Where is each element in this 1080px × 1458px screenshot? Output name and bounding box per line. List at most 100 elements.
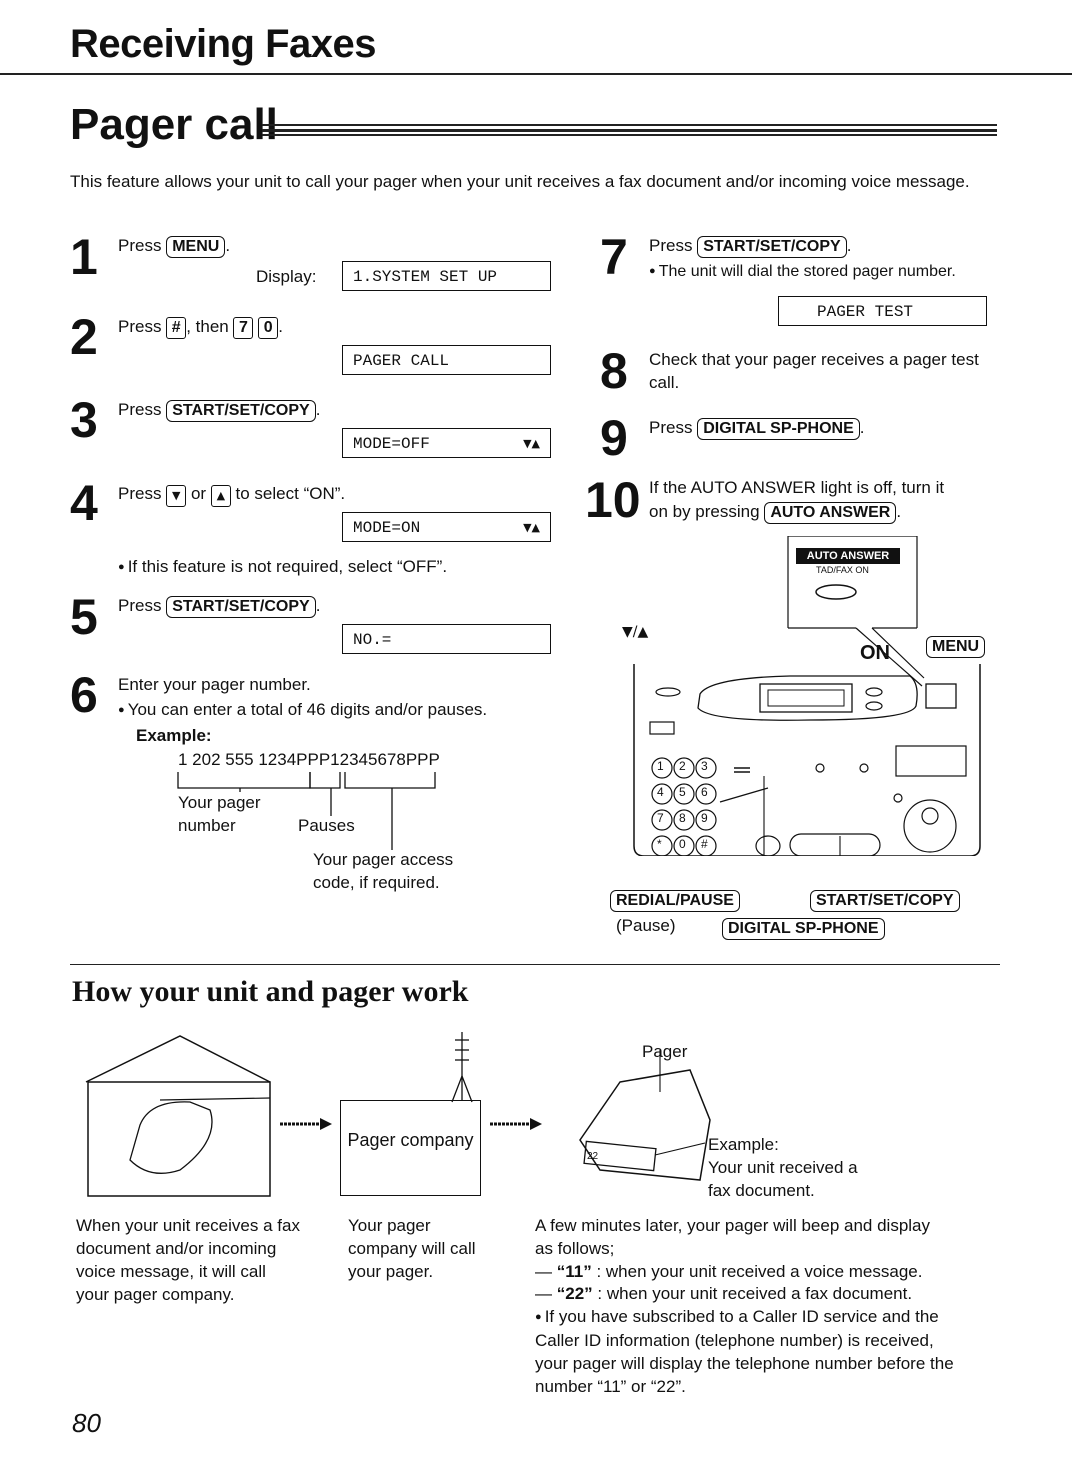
press-label: Press: [118, 236, 162, 255]
menu-key: MENU: [926, 636, 986, 658]
pager-company-box: Pager company: [340, 1100, 481, 1196]
keypad-key: #: [701, 837, 708, 851]
start-set-copy-key: START/SET/COPY: [810, 890, 960, 912]
digital-sp-phone-key: DIGITAL SP-PHONE: [722, 918, 885, 940]
press-label: Press: [649, 236, 693, 255]
step-2-text: Press #, then 7 0.: [118, 315, 283, 339]
caller-id-note: If you have subscribed to a Caller ID se…: [535, 1305, 970, 1398]
how-title: How your unit and pager work: [72, 975, 469, 1008]
keypad-key: 9: [701, 811, 708, 825]
auto-answer-label: AUTO ANSWER: [806, 550, 890, 562]
keypad-key: 1: [657, 759, 664, 773]
step-7-note: The unit will dial the stored pager numb…: [649, 260, 956, 283]
step-10-text-b: on by pressing AUTO ANSWER.: [649, 500, 901, 524]
page-number: 80: [72, 1408, 101, 1438]
keypad-key: 0: [679, 837, 686, 851]
press-label: Press: [649, 418, 693, 437]
step-8-text: Check that your pager receives a pager t…: [649, 350, 979, 392]
step-9-text: Press DIGITAL SP-PHONE.: [649, 416, 864, 440]
step-number: 7: [600, 229, 628, 285]
tad-fax-on-label: TAD/FAX ON: [816, 565, 869, 575]
start-set-copy-key: START/SET/COPY: [697, 236, 847, 258]
section-title: Receiving Faxes: [70, 22, 377, 66]
zero-key: 0: [258, 317, 279, 339]
code-11: “11”: [556, 1262, 592, 1281]
header-rule: [0, 73, 1072, 75]
auto-answer-key: AUTO ANSWER: [764, 502, 897, 524]
step-number: 1: [70, 229, 98, 285]
keypad-key: *: [657, 837, 662, 851]
lcd-text: MODE=ON: [353, 519, 421, 537]
lcd-display: PAGER TEST: [778, 296, 987, 326]
step-number: 8: [600, 343, 628, 399]
or-label: or: [190, 484, 207, 503]
keypad-key: 3: [701, 759, 708, 773]
step-number: 10: [585, 472, 641, 528]
lcd-arrows: ▼▲: [523, 521, 540, 534]
fax-panel-illustration: [633, 536, 981, 856]
annotation-access-code: Your pager access code, if required.: [313, 850, 454, 892]
menu-key: MENU: [166, 236, 226, 258]
seven-key: 7: [233, 317, 254, 339]
keypad-key: 8: [679, 811, 686, 825]
step-number: 9: [600, 410, 628, 466]
keypad-key: 5: [679, 785, 686, 799]
step-1-text: Press MENU.: [118, 234, 230, 258]
step-4-note: If this feature is not required, select …: [118, 555, 447, 579]
digital-sp-phone-key: DIGITAL SP-PHONE: [697, 418, 860, 440]
on-label: ON: [860, 642, 890, 664]
lcd-display: MODE=OFF ▼▲: [342, 428, 551, 458]
step-5-text: Press START/SET/COPY.: [118, 594, 320, 618]
then-label: , then: [186, 317, 229, 336]
how-diagram: [85, 1032, 711, 1197]
lcd-arrows: ▼▲: [523, 437, 540, 450]
step-6-note: You can enter a total of 46 digits and/o…: [118, 698, 487, 722]
lcd-display: MODE=ON ▼▲: [342, 512, 551, 542]
step-number: 2: [70, 309, 98, 365]
example-label: Example:: [136, 726, 212, 745]
keypad-key: 4: [657, 785, 664, 799]
page-title: Pager call: [70, 100, 278, 149]
lcd-display: PAGER CALL: [342, 345, 551, 375]
lcd-display: 1.SYSTEM SET UP: [342, 261, 551, 291]
example-brackets: [177, 772, 436, 850]
hash-key: #: [166, 317, 187, 339]
how-code-11: — “11” : when your unit received a voice…: [535, 1262, 923, 1281]
code-11-text: : when your unit received a voice messag…: [596, 1262, 923, 1281]
step-10-text-a: If the AUTO ANSWER light is off, turn it: [649, 478, 945, 497]
step-6-text: Enter your pager number.: [118, 675, 311, 694]
start-set-copy-key: START/SET/COPY: [166, 400, 316, 422]
step-3-text: Press START/SET/COPY.: [118, 398, 320, 422]
intro-text: This feature allows your unit to call yo…: [70, 172, 970, 191]
step-7-text: Press START/SET/COPY.: [649, 234, 851, 258]
press-label: Press: [118, 317, 162, 336]
press-label: Press: [118, 484, 162, 503]
keypad-key: 6: [701, 785, 708, 799]
pager-label: Pager: [642, 1042, 688, 1061]
up-key: ▲: [210, 485, 231, 507]
down-key: ▼: [166, 485, 187, 507]
select-on-text: to select “ON”.: [235, 484, 346, 503]
how-code-22: — “22” : when your unit received a fax d…: [535, 1284, 913, 1303]
example-number: 1 202 555 1234PPP12345678PPP: [178, 750, 440, 769]
how-col-2: Your pager company will call your pager.: [348, 1216, 476, 1281]
lcd-display: NO.=: [342, 624, 551, 654]
press-label: Press: [118, 596, 162, 615]
title-rule: [262, 124, 997, 136]
step-number: 6: [70, 667, 98, 723]
display-label: Display:: [256, 267, 317, 286]
step-number: 5: [70, 589, 98, 645]
annotation-pager-number: Your pager number: [178, 793, 261, 835]
pager-screen-code: 22: [587, 1151, 599, 1162]
keypad-key: 7: [657, 811, 664, 825]
pressing-label: on by pressing: [649, 502, 760, 521]
lcd-text: MODE=OFF: [353, 435, 430, 453]
annotation-pauses: Pauses: [298, 816, 355, 835]
section-divider: [70, 964, 1000, 965]
step-4-text: Press ▼ or ▲ to select “ON”.: [118, 482, 345, 507]
code-22-text: : when your unit received a fax document…: [597, 1284, 913, 1303]
start-set-copy-key: START/SET/COPY: [166, 596, 316, 618]
step-number: 3: [70, 392, 98, 448]
redial-pause-key: REDIAL/PAUSE: [610, 890, 740, 912]
press-label: Press: [118, 400, 162, 419]
